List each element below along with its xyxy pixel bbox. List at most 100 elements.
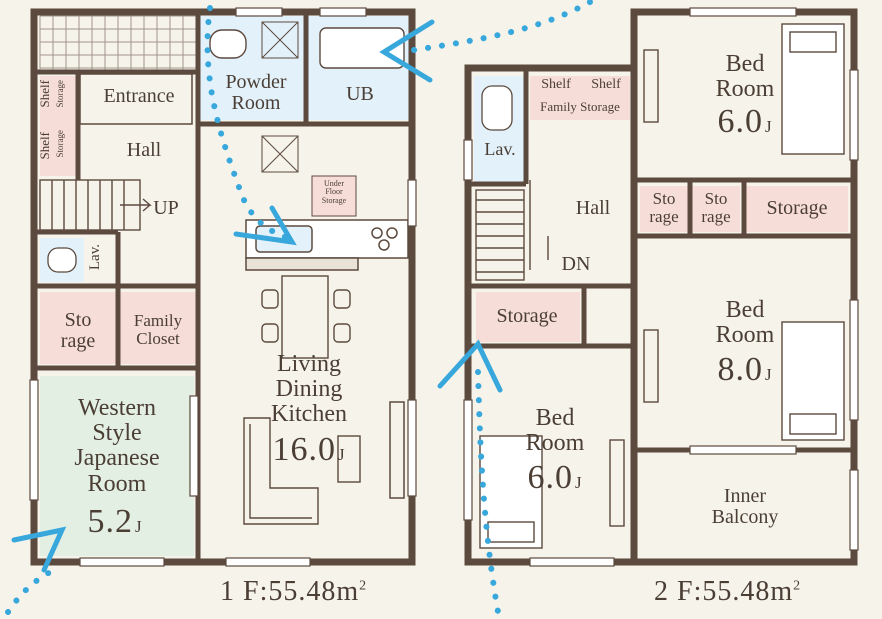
shelf-2f-label-1: Shelf	[541, 77, 571, 92]
storage-b-line-1: Sto	[704, 189, 728, 208]
ldk-label: Living Dining Kitchen	[244, 351, 374, 428]
western-size-value: 5.2	[87, 503, 133, 540]
western-room-label: Western Style Japanese Room	[44, 395, 190, 497]
dining-table	[261, 275, 351, 359]
shelf-2f-label-2: Shelf	[591, 77, 621, 92]
floor1-area-sup: 2	[359, 578, 368, 594]
toilet-1f	[209, 29, 247, 59]
storage-1f-label: Sto rage	[44, 310, 112, 352]
family-closet-line-2: Closet	[136, 328, 180, 348]
ldk-line-3: Kitchen	[271, 401, 347, 428]
inner-balcony-label: Inner Balcony	[690, 486, 800, 528]
family-closet-line-1: Family	[133, 311, 183, 330]
powder-room-line-1: Powder	[225, 71, 287, 93]
storage-hall-2f-area	[476, 292, 580, 342]
bed1-size-value: 6.0	[717, 103, 763, 140]
powder-room-label: Powder Room	[204, 72, 308, 114]
storage-c-area	[746, 186, 848, 232]
bed2-size-value: 8.0	[717, 351, 763, 388]
beds	[479, 23, 845, 549]
bed2-size-unit: J	[764, 365, 773, 384]
toilet-lav-1f	[47, 247, 77, 273]
bed2-line-1: Bed	[725, 297, 765, 323]
storage-1f-area	[40, 292, 116, 364]
ldk-size-value: 16.0	[272, 431, 336, 468]
storage-c-label: Storage	[766, 197, 828, 219]
floor2-area-label: 2 F:55.48m2	[654, 576, 801, 608]
skylight-marks	[261, 21, 299, 173]
toilet-2f	[481, 85, 513, 131]
storage-a-line-2: rage	[649, 206, 679, 226]
sofa	[243, 417, 361, 525]
inner-balcony-line-2: Balcony	[711, 506, 779, 528]
tv-1f	[389, 401, 405, 499]
bed3-line-2: Room	[525, 430, 585, 457]
storage-small-label-2: Storage	[55, 130, 65, 158]
bed3-size-unit: J	[574, 473, 583, 492]
lav-1f-label: Lav.	[87, 244, 103, 271]
bed2-line-2: Room	[715, 322, 775, 349]
floor1-windows	[29, 7, 417, 567]
bed3-size-value: 6.0	[527, 459, 573, 496]
ldk-line-1: Living	[277, 351, 341, 377]
lav-2f-label: Lav.	[484, 139, 516, 159]
floor2-stairs	[475, 180, 549, 281]
ldk-line-2: Dining	[275, 376, 343, 403]
circulation-arrows	[5, 0, 593, 615]
entrance-label: Entrance	[103, 85, 175, 107]
inner-balcony-line-1: Inner	[723, 485, 767, 507]
shelf-area-2f	[530, 76, 630, 120]
bed1-line-1: Bed	[725, 51, 765, 77]
western-room-line-2: Style	[92, 420, 142, 447]
floor1-area-label: 1 F:55.48m2	[220, 576, 367, 608]
under-floor-storage-label: Under Floor Storage	[312, 179, 356, 205]
arrow-heads	[11, 19, 503, 573]
floor2-area-sup: 2	[793, 578, 802, 594]
floor1-area-text: 1 F:55.48m	[220, 576, 360, 607]
under-floor-line-3: Storage	[321, 195, 347, 205]
bed3-label: Bed Room	[500, 405, 610, 457]
western-room-line-1: Western	[77, 395, 157, 421]
storage-b-label: Sto rage	[692, 190, 740, 226]
floor2-windows	[463, 7, 859, 567]
powder-room-line-2: Room	[231, 92, 281, 114]
bathtub	[319, 27, 405, 69]
western-room-area	[40, 376, 194, 556]
up-label: UP	[153, 197, 179, 219]
under-floor-storage-box	[311, 175, 357, 217]
hall-2f-label: Hall	[575, 197, 611, 219]
bed2-label: Bed Room	[690, 297, 800, 349]
storage-a-area	[640, 186, 688, 232]
storage-small-label-1: Storage	[55, 80, 65, 108]
ldk-size-unit: J	[337, 445, 346, 464]
closets-2f	[609, 49, 659, 527]
shelf-storage-area	[40, 76, 76, 176]
family-closet-label: Family Closet	[122, 312, 194, 348]
storage-1f-line-2: rage	[60, 330, 96, 352]
western-size-unit: J	[134, 517, 143, 536]
bed1-size-unit: J	[764, 117, 773, 136]
entrance-tiles	[39, 15, 197, 70]
storage-b-line-2: rage	[701, 206, 731, 226]
dn-label: DN	[561, 253, 591, 275]
under-floor-line-2: Floor	[325, 187, 343, 197]
storage-a-line-1: Sto	[652, 189, 676, 208]
floor1-stairs	[39, 179, 152, 231]
floor2-area-text: 2 F:55.48m	[654, 576, 794, 607]
storage-b-area	[692, 186, 740, 232]
floor1-plan	[29, 7, 417, 567]
floor2-plan	[463, 7, 859, 567]
bed1-label: Bed Room	[690, 51, 800, 102]
western-room-line-4: Room	[87, 470, 147, 497]
western-room-line-3: Japanese	[74, 445, 160, 472]
storage-a-label: Sto rage	[640, 190, 688, 226]
bed3-line-1: Bed	[535, 405, 575, 431]
kitchen-counter	[245, 219, 409, 271]
family-storage-label: Family Storage	[540, 99, 620, 114]
